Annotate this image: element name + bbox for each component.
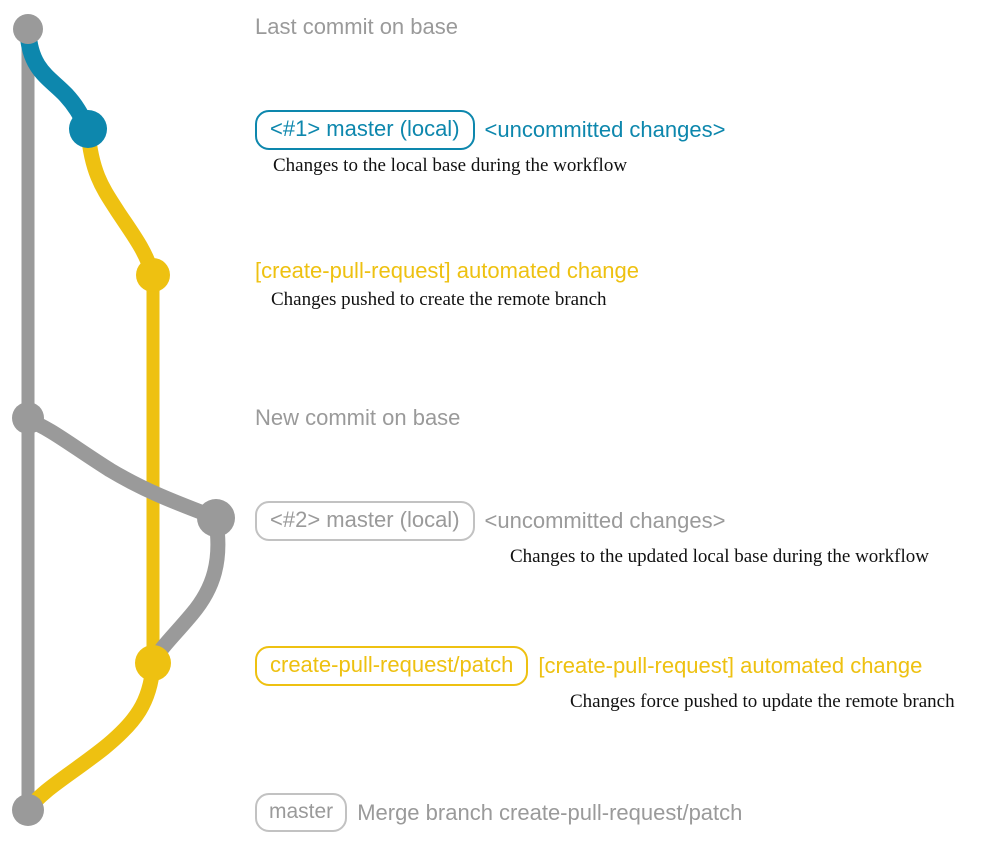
commit-headline: <uncommitted changes> xyxy=(484,508,726,533)
commit-pill-row: <#2> master (local) <uncommitted changes… xyxy=(255,501,929,541)
commit-entry-commit-automated-update: create-pull-request/patch [create-pull-r… xyxy=(255,646,955,713)
commit-node-base-new[interactable] xyxy=(12,402,44,434)
commit-subline: Changes force pushed to update the remot… xyxy=(570,691,955,712)
commit-node-master-merge[interactable] xyxy=(12,794,44,826)
commit-entry-commit-automated-create: [create-pull-request] automated change C… xyxy=(255,258,639,311)
commit-subline: Changes to the local base during the wor… xyxy=(273,155,628,176)
commit-pill-row: <#1> master (local) <uncommitted changes… xyxy=(255,110,725,150)
commit-node-local-2[interactable] xyxy=(197,499,235,537)
commit-node-patch-update[interactable] xyxy=(135,645,171,681)
commit-node-local-1[interactable] xyxy=(69,110,107,148)
commit-pill-row: create-pull-request/patch [create-pull-r… xyxy=(255,646,955,686)
branch-pill-patch[interactable]: create-pull-request/patch xyxy=(255,646,529,686)
commit-pill-row: master Merge branch create-pull-request/… xyxy=(255,793,742,832)
merge-line xyxy=(20,658,161,818)
commit-headline: [create-pull-request] automated change xyxy=(538,653,923,678)
git-graph xyxy=(12,14,235,826)
commit-node-patch-create[interactable] xyxy=(136,258,170,292)
commit-entry-commit-local-1: <#1> master (local) <uncommitted changes… xyxy=(255,110,725,177)
branch-pill-master[interactable]: master xyxy=(255,793,348,832)
local-branch-line-2 xyxy=(20,412,224,526)
commit-headline: New commit on base xyxy=(255,405,461,430)
commit-node-base-head[interactable] xyxy=(13,14,43,44)
commit-entry-commit-merge: master Merge branch create-pull-request/… xyxy=(255,793,742,832)
branch-pill-local-2[interactable]: <#2> master (local) xyxy=(255,501,475,541)
commit-subline: Changes pushed to create the remote bran… xyxy=(271,289,607,310)
commit-headline: Merge branch create-pull-request/patch xyxy=(357,799,743,825)
commit-headline: <uncommitted changes> xyxy=(484,117,726,142)
branch-pill-local-1[interactable]: <#1> master (local) xyxy=(255,110,475,150)
commit-entry-new-commit-on-base: New commit on base xyxy=(255,405,460,431)
commit-headline: [create-pull-request] automated change xyxy=(255,258,640,283)
patch-create-line xyxy=(80,124,161,283)
patch-update-line-gray xyxy=(145,513,226,671)
commit-entry-last-commit-on-base: Last commit on base xyxy=(255,14,458,40)
commit-headline: Last commit on base xyxy=(255,14,458,39)
commit-entry-commit-local-2: <#2> master (local) <uncommitted changes… xyxy=(255,501,929,568)
commit-subline: Changes to the updated local base during… xyxy=(510,546,929,567)
